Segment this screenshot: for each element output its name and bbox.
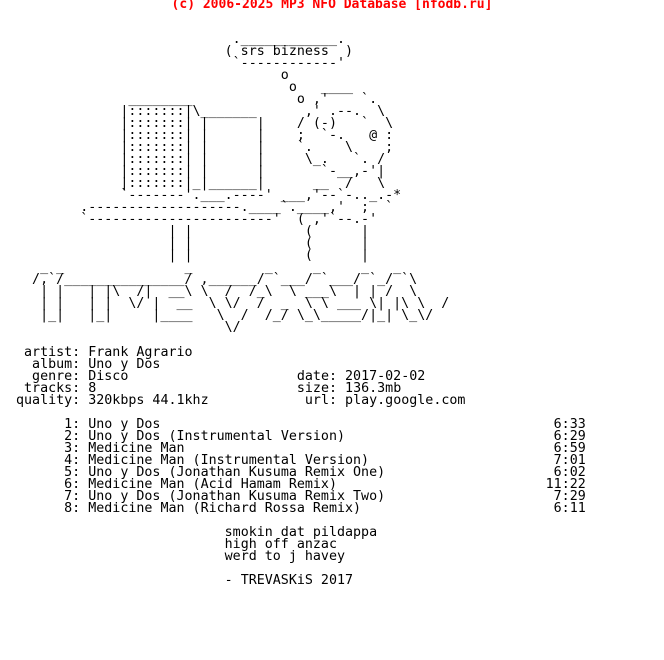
- track-duration: 6:33: [553, 417, 586, 432]
- info-value: 320kbps 44.1khz: [88, 393, 209, 408]
- track-title: Medicine Man (Instrumental Version): [88, 453, 370, 468]
- track-duration: 7:01: [553, 453, 586, 468]
- greeting-text: high off anzac: [224, 537, 337, 552]
- info-row: artist: Frank Agrario: [16, 345, 193, 360]
- info-value: play.google.com: [345, 393, 466, 408]
- track-row: 1: Uno y Dos 6:33: [16, 417, 586, 432]
- track-row: 5: Uno y Dos (Jonathan Kusuma Remix One)…: [16, 465, 586, 480]
- track-duration: 6:11: [553, 501, 586, 516]
- track-title: Uno y Dos (Jonathan Kusuma Remix Two): [88, 489, 386, 504]
- info-value: 8: [88, 381, 97, 396]
- track-number: 6: [16, 477, 73, 492]
- info-label: tracks: [16, 381, 73, 396]
- track-title: Medicine Man (Richard Rossa Remix): [88, 501, 362, 516]
- info-label: quality: [16, 393, 73, 408]
- track-number: 4: [16, 453, 73, 468]
- track-number: 2: [16, 429, 73, 444]
- info-value: Uno y Dos: [88, 357, 161, 372]
- info-label: date: [288, 369, 329, 384]
- greeting-line: werd to j havey: [16, 549, 586, 564]
- track-duration: 6:02: [553, 465, 586, 480]
- track-title: Uno y Dos (Instrumental Version): [88, 429, 346, 444]
- track-row: 3: Medicine Man 6:59: [16, 441, 586, 456]
- info-label: genre: [16, 369, 73, 384]
- signature-line: - TREVASKiS 2017: [16, 573, 586, 588]
- greeting-line: smokin dat pildappa: [16, 525, 586, 540]
- info-value: 136.3mb: [345, 381, 402, 396]
- greeting-line: high off anzac: [16, 537, 586, 552]
- info-row: quality: 320kbps 44.1khz url: play.googl…: [16, 393, 466, 408]
- track-duration: 6:29: [553, 429, 586, 444]
- info-label: size: [288, 381, 329, 396]
- track-title: Medicine Man: [88, 441, 185, 456]
- track-title: Uno y Dos: [88, 417, 161, 432]
- track-row: 4: Medicine Man (Instrumental Version) 7…: [16, 453, 586, 468]
- track-row: 7: Uno y Dos (Jonathan Kusuma Remix Two)…: [16, 489, 586, 504]
- greeting-text: smokin dat pildappa: [224, 525, 378, 540]
- site-header: (c) 2006-2025 MP3 NFO Database [nfodb.ru…: [171, 0, 493, 12]
- info-label: artist: [16, 345, 73, 360]
- info-value: Disco: [88, 369, 129, 384]
- info-row: genre: Disco date: 2017-02-02: [16, 369, 426, 384]
- greeting-text: werd to j havey: [224, 549, 346, 564]
- track-number: 5: [16, 465, 73, 480]
- info-row: album: Uno y Dos: [16, 357, 161, 372]
- info-row: tracks: 8 size: 136.3mb: [16, 381, 402, 396]
- track-row: 6: Medicine Man (Acid Hamam Remix) 11:22: [16, 477, 586, 492]
- track-duration: 11:22: [545, 477, 586, 492]
- track-duration: 7:29: [553, 489, 586, 504]
- track-row: 8: Medicine Man (Richard Rossa Remix) 6:…: [16, 501, 586, 516]
- track-title: Medicine Man (Acid Hamam Remix): [88, 477, 337, 492]
- info-label: album: [16, 357, 73, 372]
- info-value: 2017-02-02: [345, 369, 426, 384]
- info-label: url: [288, 393, 329, 408]
- release-info: artist: Frank Agrario album: Uno y Dos g…: [16, 345, 586, 588]
- track-number: 1: [16, 417, 73, 432]
- track-number: 8: [16, 501, 73, 516]
- track-title: Uno y Dos (Jonathan Kusuma Remix One): [88, 465, 386, 480]
- info-value: Frank Agrario: [88, 345, 193, 360]
- signature-text: - TREVASKiS 2017: [224, 573, 354, 588]
- ascii-art-logo: .____________. ( srs bizness ) `--------…: [32, 32, 450, 335]
- track-row: 2: Uno y Dos (Instrumental Version) 6:29: [16, 429, 586, 444]
- track-number: 7: [16, 489, 73, 504]
- track-number: 3: [16, 441, 73, 456]
- track-duration: 6:59: [553, 441, 586, 456]
